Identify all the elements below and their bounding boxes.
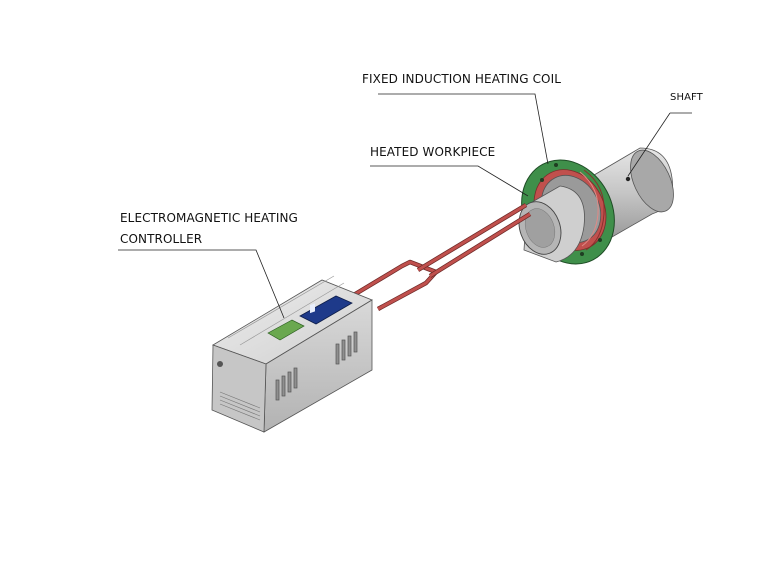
coil-label: FIXED INDUCTION HEATING COIL bbox=[362, 72, 562, 86]
shaft-label: SHAFT bbox=[670, 92, 703, 103]
power-cable bbox=[350, 203, 532, 311]
leader-lines bbox=[118, 93, 692, 319]
workpiece-label: HEATED WORKPIECE bbox=[370, 145, 496, 159]
controller-label-line1: ELECTROMAGNETIC HEATING bbox=[120, 211, 298, 225]
controller-label-line2: CONTROLLER bbox=[120, 232, 203, 246]
heating-controller bbox=[211, 275, 373, 433]
